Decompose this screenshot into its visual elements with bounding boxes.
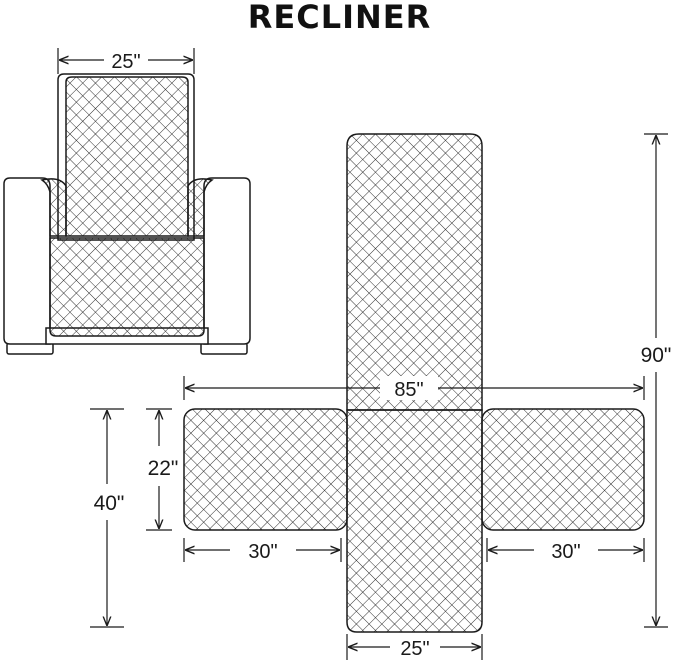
flat-cover-layout [183, 133, 645, 633]
total-length-label: 90" [641, 344, 672, 367]
left-width-label: 30" [248, 541, 277, 563]
total-length-dimension [644, 133, 668, 628]
seat-length-label: 40" [94, 492, 125, 515]
right-width-label: 30" [551, 541, 580, 563]
seat-length-dimension [90, 408, 124, 628]
cover-backrest [65, 76, 189, 237]
seat-width-label: 25" [400, 638, 429, 660]
total-width-label: 85" [394, 379, 423, 401]
cover-arm-flap-left [40, 178, 67, 237]
chair-arm-left [3, 177, 51, 345]
cover-panel-seat [346, 409, 483, 633]
cover-panel-left-arm [183, 408, 348, 531]
chair-width-dimension [57, 48, 195, 74]
diagram-title: RECLINER [247, 0, 432, 36]
cover-panel-back [346, 133, 483, 411]
chair-cover [40, 76, 214, 337]
cover-arm-flap-right [187, 178, 214, 237]
side-height-label: 22" [148, 457, 179, 480]
cover-seat [49, 237, 205, 337]
cover-panel-right-arm [481, 408, 645, 531]
chair-width-label: 25" [111, 51, 140, 73]
left-width-dimension [183, 538, 342, 562]
right-width-dimension [486, 538, 645, 562]
seat-width-dimension [346, 634, 483, 660]
chair-arm-right [203, 177, 251, 345]
total-width-dimension [183, 376, 645, 400]
side-height-dimension [146, 408, 172, 531]
